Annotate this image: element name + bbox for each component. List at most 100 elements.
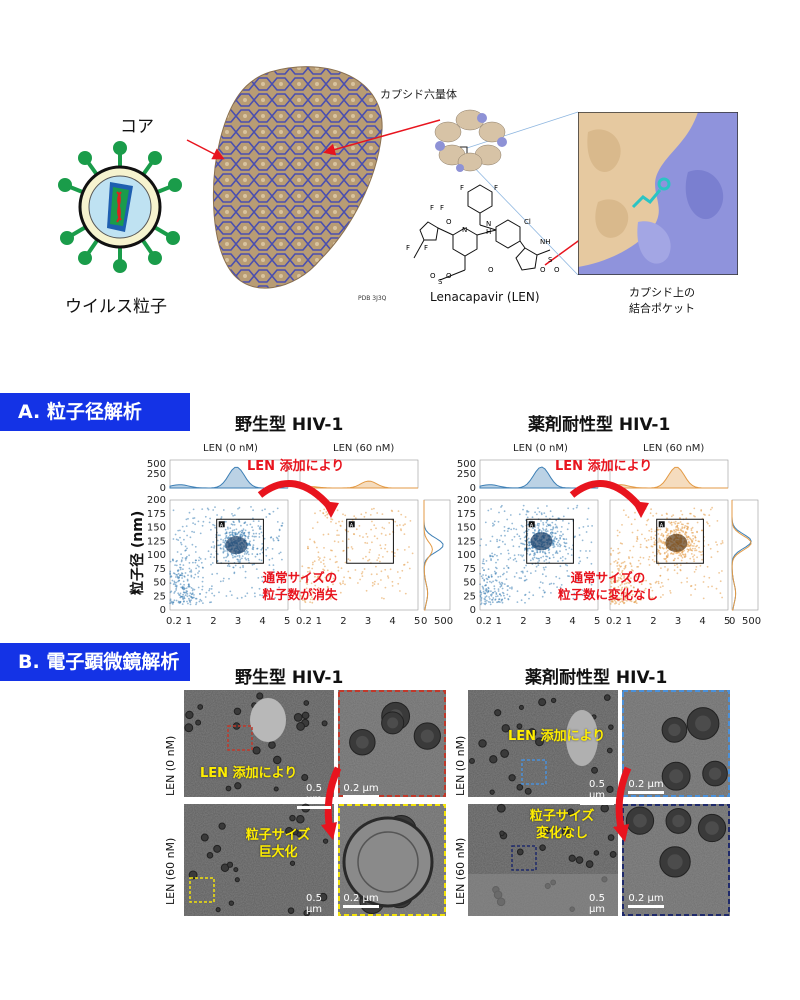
- scatter-point: [694, 549, 696, 552]
- scatter-point: [591, 525, 593, 527]
- virion: [608, 724, 614, 730]
- scatter-point: [500, 534, 503, 537]
- scatter-point: [617, 547, 620, 550]
- scatter-point: [403, 563, 406, 566]
- scatter-point: [538, 586, 541, 589]
- scatter-point: [563, 545, 566, 548]
- scatter-point: [662, 534, 665, 537]
- virion: [287, 907, 295, 914]
- virion: [489, 755, 498, 764]
- scatter-point: [665, 527, 668, 530]
- scatter-point: [509, 514, 512, 516]
- scatter-point: [224, 550, 226, 552]
- scatter-point: [399, 524, 401, 526]
- scatter-point: [520, 599, 523, 602]
- scatter-point: [628, 556, 630, 558]
- scatter-point: [236, 597, 239, 600]
- scatter-point: [500, 594, 502, 597]
- scatter-point: [498, 593, 501, 596]
- scatter-point: [622, 561, 624, 564]
- em-res-0-high: [622, 690, 730, 797]
- scatter-point: [648, 564, 651, 566]
- scatter-point: [587, 507, 590, 510]
- scatter-point: [183, 595, 185, 598]
- scatter-point: [175, 576, 177, 578]
- scatter-point: [311, 590, 314, 593]
- scatter-point: [688, 544, 691, 547]
- scatter-point: [610, 547, 613, 550]
- scatter-point: [690, 529, 693, 532]
- scatter-point: [494, 572, 497, 575]
- em-wt-note: LEN 添加により: [200, 766, 298, 781]
- scatter-point: [226, 554, 229, 556]
- scatter-point: [542, 555, 545, 558]
- scatter-point: [380, 570, 383, 573]
- scatter-point: [650, 536, 653, 539]
- scatter-point: [665, 555, 668, 558]
- scatter-point: [354, 517, 357, 519]
- scatter-point: [299, 594, 302, 597]
- x-tick-label: 3: [365, 616, 371, 627]
- scatter-point: [610, 591, 613, 594]
- scatter-point: [479, 572, 481, 575]
- em-panels: [184, 690, 730, 917]
- scatter-point: [373, 524, 376, 527]
- scatter-point: [331, 518, 334, 521]
- scatter-point: [691, 531, 693, 534]
- scatter-point: [507, 549, 509, 552]
- scatter-point: [585, 550, 587, 552]
- scatter-point: [519, 537, 522, 540]
- scatter-point: [187, 517, 189, 520]
- scatter-point: [611, 576, 614, 579]
- scatter-point: [687, 525, 689, 528]
- scatter-point: [252, 529, 254, 532]
- scatter-point: [566, 570, 569, 572]
- scatter-point: [665, 551, 668, 553]
- scatter-point: [264, 508, 266, 511]
- scatter-point: [323, 508, 326, 511]
- scatter-point: [320, 593, 323, 596]
- scatter-point: [343, 576, 345, 579]
- scatter-point: [369, 514, 372, 516]
- scatter-point: [378, 554, 381, 556]
- scatter-point: [496, 538, 498, 541]
- scatter-point: [234, 555, 237, 558]
- virion: [225, 785, 232, 792]
- scatter-point: [278, 528, 281, 531]
- scatter-point: [620, 594, 623, 597]
- scatter-point: [190, 571, 193, 573]
- scatter-point: [540, 556, 542, 559]
- scatter-point: [376, 573, 378, 576]
- scatter-point: [195, 601, 198, 604]
- scatter-point: [591, 593, 593, 595]
- scatter-point: [253, 535, 256, 538]
- marginal-x-tick: 500: [742, 616, 761, 627]
- scatter-point: [486, 578, 489, 581]
- scatter-point: [534, 529, 536, 532]
- scatter-point: [321, 579, 324, 582]
- em-res-note: LEN 添加により: [508, 729, 606, 744]
- virion: [301, 711, 310, 720]
- scatter-point: [613, 580, 615, 583]
- scatter-point: [687, 541, 690, 544]
- arrow-head: [632, 501, 649, 518]
- scatter-point: [261, 580, 264, 583]
- virus-particle-label: ウイルス粒子: [65, 297, 167, 317]
- scatter-point: [630, 565, 633, 568]
- scatter-point: [332, 583, 334, 586]
- scatter-point: [559, 544, 562, 547]
- scatter-point: [654, 543, 657, 546]
- scatter-point: [543, 591, 546, 594]
- scatter-point: [695, 549, 698, 552]
- scatter-point: [186, 600, 188, 603]
- scatter-point: [635, 540, 638, 542]
- scatter-point: [491, 599, 493, 601]
- scatter-point: [327, 586, 329, 589]
- scatter-point: [590, 562, 593, 565]
- scatter-point: [389, 568, 392, 571]
- pdb-label: PDB 3J3Q: [358, 295, 387, 302]
- scatter-point: [184, 572, 187, 574]
- scatter-point: [709, 508, 712, 511]
- scatter-point: [485, 584, 487, 587]
- scatter-point: [567, 552, 569, 555]
